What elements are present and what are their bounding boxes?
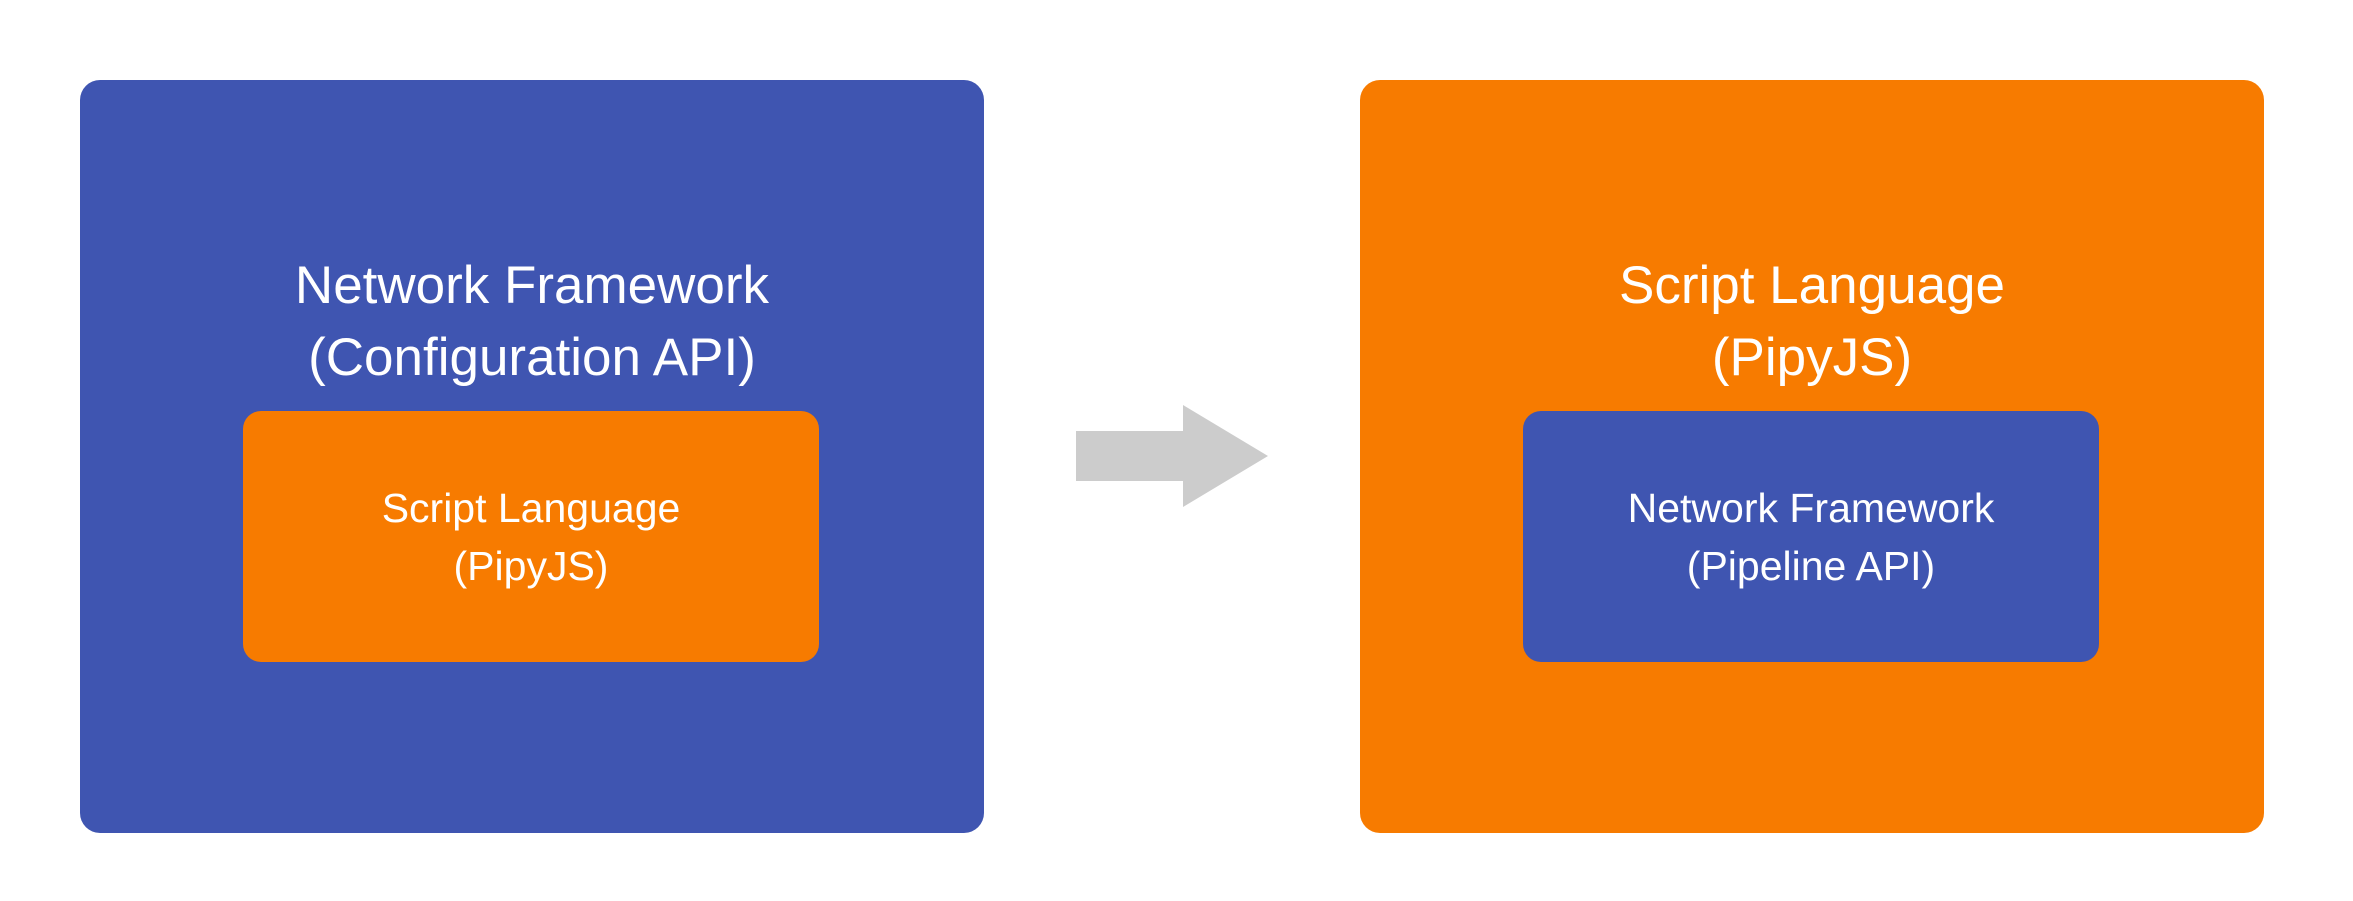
right-box-title: Script Language (PipyJS) [1360,250,2264,394]
right-title-line-1: Script Language [1618,256,2005,315]
right-inner-line-2: (Pipeline API) [1686,542,1936,589]
right-inner-box-network-framework: Network Framework (Pipeline API) [1523,411,2099,662]
left-inner-box-script-language: Script Language (PipyJS) [243,411,819,662]
left-title-line-1: Network Framework [294,256,770,315]
left-box-title: Network Framework (Configuration API) [80,250,984,394]
right-title-line-2: (PipyJS) [1711,328,1913,387]
right-box-script-language: Script Language (PipyJS) Network Framewo… [1360,80,2264,833]
left-title-line-2: (Configuration API) [308,328,756,387]
right-inner-line-1: Network Framework [1627,484,1995,531]
right-arrow-icon [1076,405,1268,507]
left-inner-line-1: Script Language [381,484,681,531]
left-box-network-framework: Network Framework (Configuration API) Sc… [80,80,984,833]
left-inner-line-2: (PipyJS) [453,542,609,589]
